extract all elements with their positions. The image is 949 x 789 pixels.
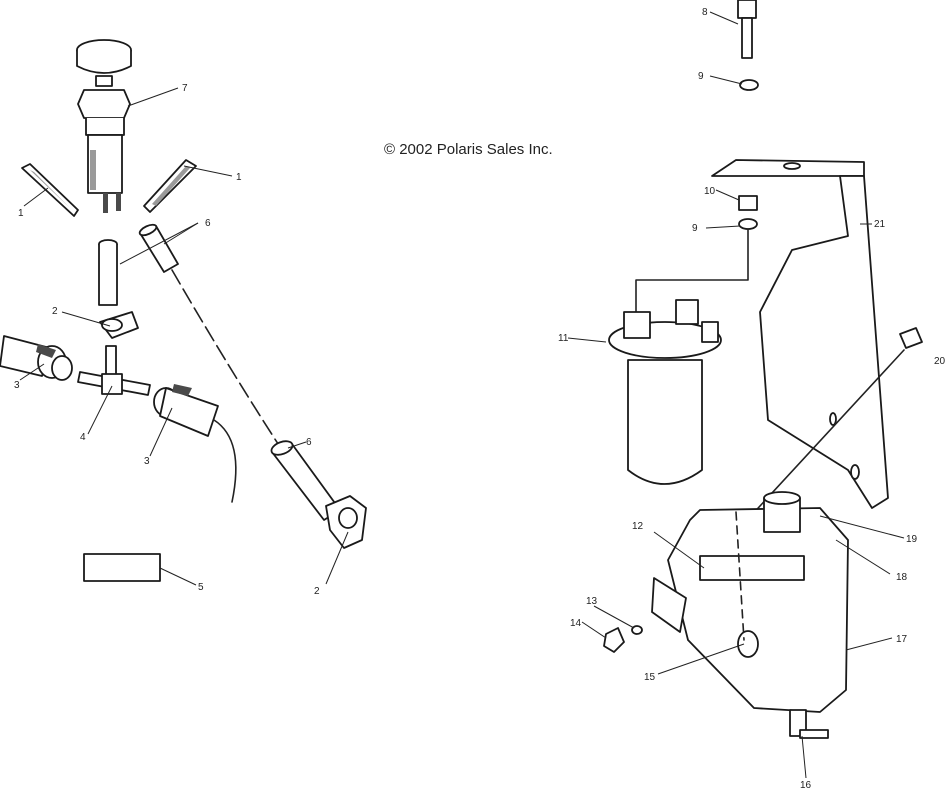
callout-7: 7	[182, 83, 188, 94]
callout-6-top: 6	[205, 218, 211, 229]
callout-15: 15	[644, 672, 656, 683]
callout-9-bottom: 9	[692, 223, 698, 234]
callout-11: 11	[558, 333, 569, 344]
hose-clamp-upper	[99, 311, 139, 339]
strap-tie-left	[21, 163, 79, 217]
callout-18: 18	[896, 572, 908, 583]
callout-6-bottom: 6	[306, 437, 312, 448]
callout-21: 21	[874, 219, 886, 230]
callout-16: 16	[800, 780, 812, 789]
mounting-bolt-side	[899, 327, 923, 349]
callout-19: 19	[906, 534, 918, 545]
fuel-line-long-bottom	[270, 440, 341, 521]
callout-17: 17	[896, 634, 908, 645]
callout-10: 10	[704, 186, 716, 197]
mounting-bracket	[711, 159, 889, 509]
callout-5: 5	[198, 582, 204, 593]
callout-1-left: 1	[18, 208, 24, 219]
leader-lines	[19, 11, 905, 779]
decal-label	[83, 553, 161, 582]
fuel-pump-hose-right	[153, 384, 237, 503]
coolant-bottle-fuel-filter	[608, 299, 722, 485]
hose-clamp-lower	[325, 495, 367, 549]
copyright-notice: © 2002 Polaris Sales Inc.	[384, 141, 553, 158]
coolant-tank	[651, 491, 849, 739]
fuel-line-long-top	[138, 223, 179, 273]
strap-tie-right	[143, 159, 197, 213]
washer-top	[739, 79, 759, 91]
nut	[603, 627, 625, 653]
callout-20: 20	[934, 356, 946, 367]
callout-8: 8	[702, 7, 708, 18]
callout-14: 14	[570, 618, 582, 629]
callout-4: 4	[80, 432, 86, 443]
fuel-pump-hose-left	[0, 335, 73, 381]
callout-12: 12	[632, 521, 644, 532]
callout-2-right: 2	[314, 586, 320, 597]
callout-2-left: 2	[52, 306, 58, 317]
callout-3-left: 3	[14, 380, 20, 391]
callout-13: 13	[586, 596, 598, 607]
callout-numbers: 7 1 1 6 2 3 4 3 6 5 2 8 9 10 9 21 11 20 …	[14, 7, 946, 789]
callout-1-right: 1	[236, 172, 242, 183]
callout-9-top: 9	[698, 71, 704, 82]
fuel-tee	[77, 345, 151, 396]
callout-3-right: 3	[144, 456, 150, 467]
washer	[631, 625, 643, 635]
fuel-line-short	[98, 239, 118, 306]
spacer	[738, 195, 758, 230]
primer-knob	[76, 39, 132, 213]
mounting-bolt-top	[737, 0, 757, 59]
